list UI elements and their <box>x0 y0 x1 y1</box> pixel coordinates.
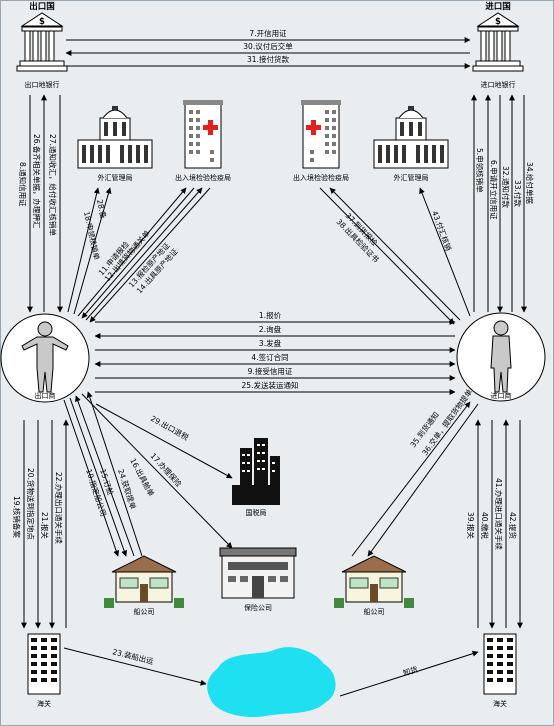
arrow-14 <box>89 187 211 323</box>
arrow-12 <box>81 187 195 319</box>
label-step-29: 29.出口退税 <box>149 413 191 442</box>
label-step-9: 9.接受信用证 <box>248 366 293 376</box>
quarantine-right-icon <box>301 100 341 169</box>
label-step-41: 41.办理进口通关手续 <box>494 478 504 550</box>
arrow-18 <box>67 187 100 313</box>
label-step-28: 28.备 <box>95 198 109 220</box>
quarantine-right-label: 出入境检验检疫局 <box>293 173 349 182</box>
tax-bureau-label: 国税局 <box>246 508 267 517</box>
import-country-label: 进口国 <box>485 1 511 12</box>
label-step-2: 2.询盘 <box>259 324 282 334</box>
arrow-15 <box>69 397 128 557</box>
bank-left-icon: $ <box>16 12 68 72</box>
shipping-company-left-icon <box>104 555 184 608</box>
sea-icon <box>207 647 336 718</box>
arrow-36 <box>367 403 479 557</box>
arrow-10 <box>63 399 120 557</box>
label-step-4: 4.签订合同 <box>251 352 288 362</box>
label-step-21: 21.报关 <box>40 512 50 539</box>
label-step-23: 23.装船出运 <box>112 646 156 666</box>
label-step-31: 31.接付货款 <box>247 54 289 64</box>
bank-right-icon: $ <box>472 12 524 72</box>
label-step-22: 22.办理出口通关手续 <box>54 472 64 544</box>
arrow-11 <box>77 187 187 317</box>
label-step-25: 25.发送装运通知 <box>242 380 299 390</box>
arrow-37 <box>329 187 461 321</box>
import-bank-label: 进口地银行 <box>481 80 516 89</box>
label-step-17: 17.办理保险 <box>149 451 185 489</box>
customs-right-label: 海关 <box>493 699 507 708</box>
arrow-43 <box>419 187 471 317</box>
insurance-company-label: 保险公司 <box>244 603 272 612</box>
label-step-27: 27.通知收汇，给付收汇核销单 <box>48 134 58 236</box>
arrow-28 <box>73 187 112 315</box>
label-step-40: 40.缴税 <box>480 512 490 539</box>
label-step-43: 43.付汇核销 <box>430 209 454 252</box>
arrow-38 <box>319 187 455 325</box>
svg-text:$: $ <box>39 17 45 27</box>
export-bank-label: 出口地银行 <box>25 80 60 89</box>
label-step-26: 26.备齐相关单据，办理押汇 <box>32 134 42 229</box>
quarantine-left-label: 出入境检验检疫局 <box>175 173 231 182</box>
label-step-32: 32.通知付款 <box>501 166 511 208</box>
customs-right-icon <box>483 633 517 695</box>
arrow-13 <box>85 187 203 321</box>
arrow-17 <box>81 393 233 549</box>
label-step-1: 1.报价 <box>259 310 282 320</box>
label-step-30: 30.议付后交单 <box>243 41 293 51</box>
forex-bureau-left-icon <box>77 106 153 169</box>
label-step-42: 42.提货 <box>508 512 518 539</box>
forex-bureau-right-label: 外汇管理局 <box>394 173 429 182</box>
label-step-8: 8.通知信用证 <box>18 162 28 207</box>
label-unload: 卸货 <box>402 664 420 678</box>
label-step-34: 34.给付单据 <box>525 162 535 204</box>
exporter-label: 出口商 <box>35 391 56 400</box>
importer-label: 进口商 <box>491 391 512 400</box>
arrow-unload <box>339 650 479 697</box>
arrow-16 <box>75 395 135 557</box>
label-step-7: 7.开信用证 <box>249 28 287 38</box>
insurance-company-icon <box>219 547 297 599</box>
label-step-33: 33.付款 <box>513 180 523 207</box>
quarantine-left-icon <box>183 100 223 169</box>
customs-left-icon <box>27 633 61 695</box>
shipping-company-left-label: 船公司 <box>134 607 155 616</box>
label-step-39: 39.报关 <box>466 512 476 539</box>
export-country-label: 出口国 <box>29 1 55 12</box>
arrow-29 <box>95 403 233 479</box>
arrow-24 <box>86 391 143 557</box>
label-step-19: 19.核销备案 <box>12 496 22 538</box>
label-step-3: 3.发盘 <box>259 338 282 348</box>
customs-left-label: 海关 <box>37 699 51 708</box>
svg-text:$: $ <box>495 17 501 27</box>
forex-bureau-right-icon <box>373 106 449 169</box>
label-step-5: 5.申领核销单 <box>475 148 485 193</box>
label-step-20: 20.货物送到指定地点 <box>26 468 36 540</box>
arrow-23 <box>63 647 207 686</box>
forex-bureau-left-label: 外汇管理局 <box>98 173 133 182</box>
shipping-company-right-label: 船公司 <box>364 607 385 616</box>
exporter-icon <box>0 313 90 403</box>
shipping-company-right-icon <box>334 555 414 608</box>
importer-icon <box>456 312 546 402</box>
label-step-6: 6.申请开立信用证 <box>489 160 499 220</box>
arrow-35 <box>351 401 471 557</box>
tax-bureau-icon <box>232 438 280 505</box>
